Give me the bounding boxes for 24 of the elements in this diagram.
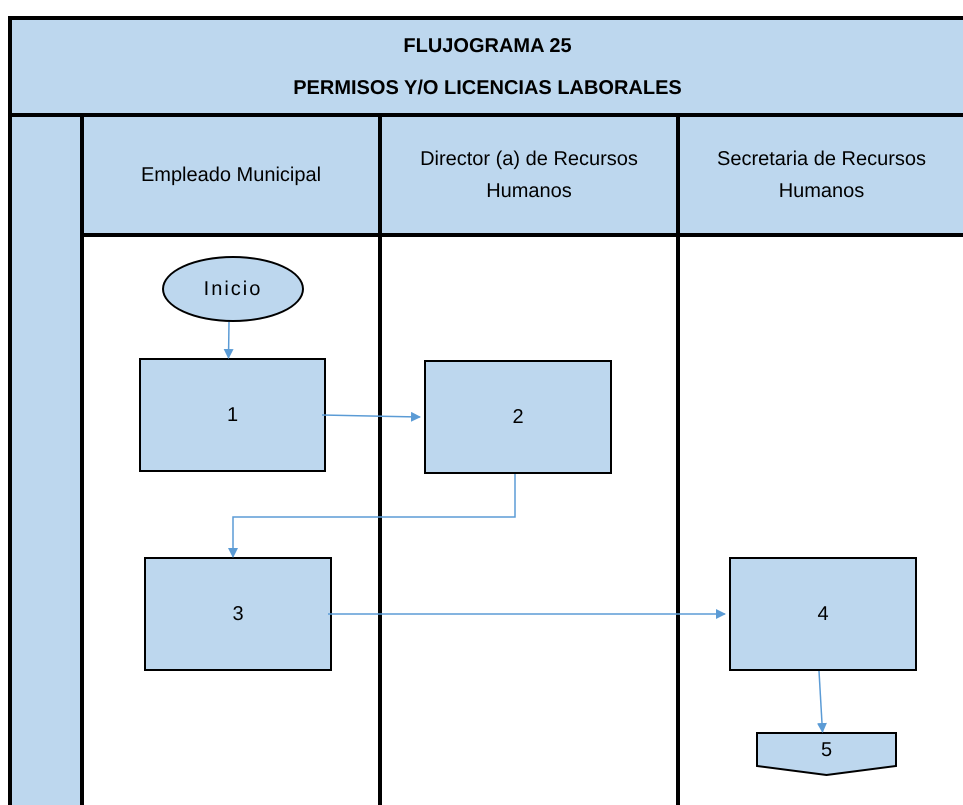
off-page-connector	[756, 732, 897, 776]
arrow	[224, 322, 234, 359]
node-label: Secretaria de Recursos Humanos	[716, 147, 927, 204]
node-label: 5	[820, 738, 832, 763]
process-box	[424, 360, 612, 474]
node-label: Director (a) de Recursos Humanos	[419, 147, 639, 204]
arrow	[322, 412, 421, 422]
process-box	[729, 557, 917, 671]
node-label: 3	[232, 602, 244, 627]
diagram-title: FLUJOGRAMA 25	[403, 34, 572, 58]
process-box	[144, 557, 332, 671]
process-box	[139, 358, 326, 472]
swimlane	[676, 117, 963, 805]
arrow	[817, 670, 827, 733]
swimlane	[378, 117, 676, 805]
arrow	[228, 474, 516, 558]
swimlane	[80, 117, 378, 805]
node-label: Empleado Municipal	[140, 163, 322, 188]
node-label: 4	[817, 602, 829, 627]
arrow	[328, 609, 726, 619]
node-label: 2	[512, 405, 524, 430]
diagram-subtitle: PERMISOS Y/O LICENCIAS LABORALES	[293, 76, 682, 100]
node-label: 1	[226, 403, 238, 428]
node-label: Inicio	[204, 277, 262, 302]
